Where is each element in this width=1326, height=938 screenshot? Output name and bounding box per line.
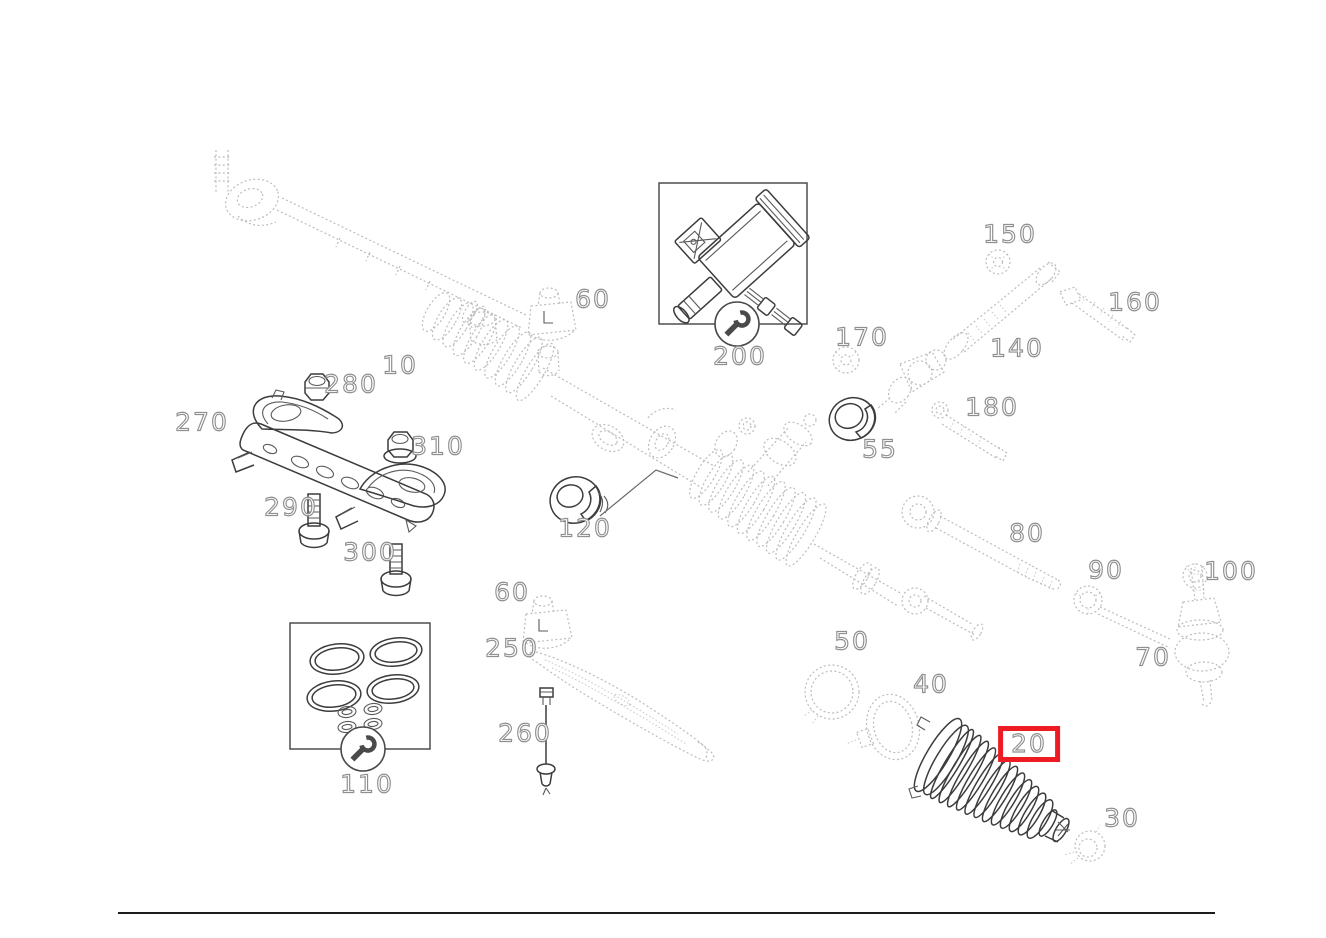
part-label-270[interactable]: 270 [175,407,229,437]
part-label-120[interactable]: 120 [558,513,612,543]
part-10-steering-gear [214,150,984,641]
part-55-seal-ring [828,396,877,442]
footer-divider [118,912,1215,914]
part-label-20[interactable]: 20 [998,726,1060,762]
part-label-100[interactable]: 100 [1204,556,1258,586]
part-80-inner-tie-rod [901,495,1062,591]
part-140-steering-shaft [877,261,1061,415]
part-label-290[interactable]: 290 [264,492,318,522]
part-label-300[interactable]: 300 [343,537,397,567]
part-label-200[interactable]: 200 [713,341,767,371]
part-label-70[interactable]: 70 [1135,642,1171,672]
wrench-icon [340,726,386,772]
part-label-150[interactable]: 150 [983,219,1037,249]
part-60-upper-mount [527,287,577,377]
part-120-grommet [549,469,679,524]
part-250-heat-shield [528,650,715,762]
part-40-clamp [845,693,921,761]
leader-line-120 [599,469,679,517]
part-label-10[interactable]: 10 [382,350,418,380]
part-300-bolt [380,543,412,597]
part-170-washer [832,346,860,374]
part-label-110[interactable]: 110 [340,769,394,799]
part-label-60-lower[interactable]: 60 [494,577,530,607]
part-160-bolt [1059,286,1136,343]
part-270-crossmember [231,389,446,533]
part-label-60-upper[interactable]: 60 [575,284,611,314]
part-label-170[interactable]: 170 [835,322,889,352]
part-290-bolt [298,493,330,549]
part-label-160[interactable]: 160 [1108,287,1162,317]
part-60-lower-mount [522,595,573,649]
part-260-bolt [536,687,556,796]
part-label-80[interactable]: 80 [1009,518,1045,548]
kit-box-110 [289,622,431,772]
part-280-nut [304,373,330,401]
part-label-55[interactable]: 55 [862,434,898,464]
part-310-flange-nut [383,431,417,464]
part-label-90[interactable]: 90 [1088,555,1124,585]
part-30-clamp [1063,824,1106,865]
part-label-280[interactable]: 280 [324,369,378,399]
kit-box-200 [658,182,810,347]
part-70-tie-rod-end [1174,565,1230,707]
part-label-30[interactable]: 30 [1104,803,1140,833]
part-label-50[interactable]: 50 [834,626,870,656]
part-label-250[interactable]: 250 [485,633,539,663]
part-label-260[interactable]: 260 [498,718,552,748]
wrench-icon [714,301,760,347]
part-180-bolt [931,401,1008,462]
part-110-seal-rings [306,636,423,734]
part-label-140[interactable]: 140 [990,333,1044,363]
part-label-180[interactable]: 180 [965,392,1019,422]
part-label-310[interactable]: 310 [411,431,465,461]
part-150-washer [985,249,1011,275]
part-50-clamp [803,664,860,725]
part-label-40[interactable]: 40 [913,669,949,699]
part-90-lock-nut [1073,585,1173,649]
part-200-valve-assembly [673,189,810,336]
